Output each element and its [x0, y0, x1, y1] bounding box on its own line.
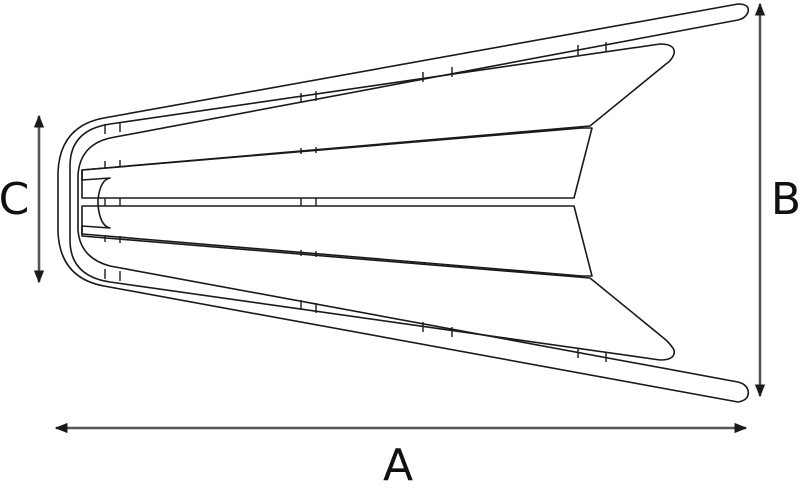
joint-marks	[104, 42, 607, 362]
dimension-b-label: B	[771, 174, 800, 225]
upper-slat	[81, 127, 593, 199]
dimension-c-label: C	[0, 174, 29, 225]
inner-tube	[69, 43, 676, 361]
dimension-a: A	[54, 422, 748, 491]
dimension-c: C	[0, 114, 45, 284]
lower-slat	[81, 205, 593, 277]
dimension-a-label: A	[383, 440, 413, 491]
dimension-b: B	[754, 2, 800, 398]
outer-tube	[57, 3, 750, 403]
